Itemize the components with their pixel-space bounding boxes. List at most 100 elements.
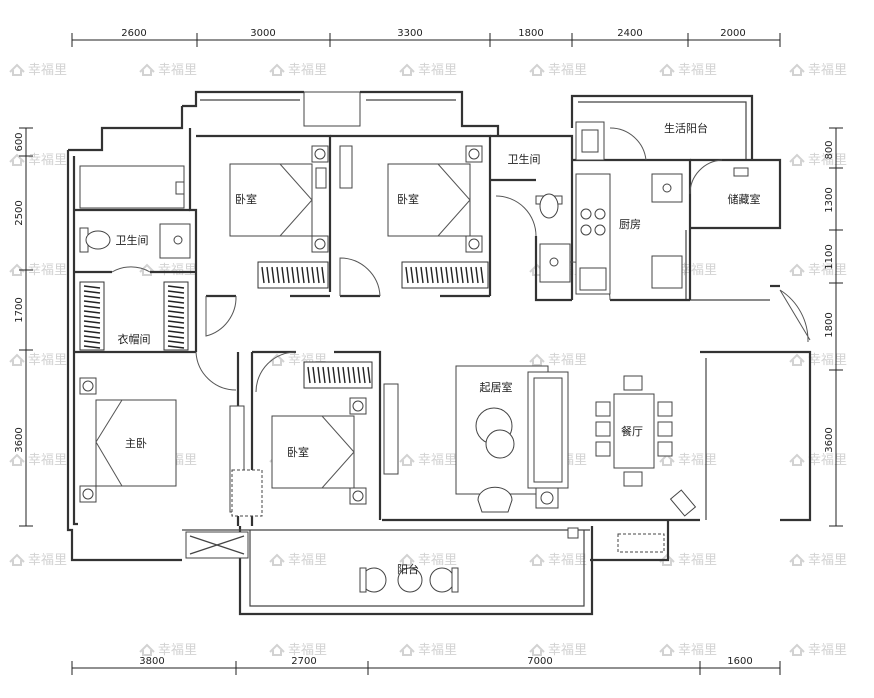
watermark-text: 幸福里 <box>548 553 587 568</box>
label-bathroom-left: 卫生间 <box>116 233 149 247</box>
bed-top-mid <box>339 145 483 253</box>
watermark-logo: 幸福里 <box>269 643 327 658</box>
dim-left-3: 1700 <box>14 297 25 322</box>
dimension-top: 2600 3000 3300 1800 2400 2000 <box>71 28 781 47</box>
wardrobes <box>79 261 489 389</box>
watermark-layer: 幸福里幸福里幸福里幸福里幸福里幸福里幸福里幸福里幸福里幸福里幸福里幸福里幸福里幸… <box>9 63 847 658</box>
dim-top-5: 2400 <box>617 28 642 39</box>
watermark-logo: 幸福里 <box>9 263 67 278</box>
watermark-text: 幸福里 <box>418 553 457 568</box>
top-window-box <box>303 91 361 127</box>
dim-top-6: 2000 <box>720 28 745 39</box>
wardrobe-cloak-left <box>79 281 105 351</box>
dim-right-3: 1100 <box>824 244 835 269</box>
dim-left-2: 2500 <box>14 200 25 225</box>
label-cloakroom: 衣帽间 <box>118 332 151 346</box>
dim-right-4: 1800 <box>824 312 835 337</box>
watermark-logo: 幸福里 <box>139 63 197 78</box>
watermark-text: 幸福里 <box>158 263 197 278</box>
label-kitchen: 厨房 <box>619 218 641 231</box>
watermark-logo: 幸福里 <box>529 643 587 658</box>
watermark-logo: 幸福里 <box>789 63 847 78</box>
interior-walls <box>74 128 692 526</box>
watermark-logo: 幸福里 <box>269 63 327 78</box>
dim-top-3: 3300 <box>397 28 422 39</box>
balcony-furniture <box>359 527 665 593</box>
watermark-logo: 幸福里 <box>269 553 327 568</box>
watermark-logo: 幸福里 <box>399 643 457 658</box>
watermark-logo: 幸福里 <box>789 553 847 568</box>
washer <box>575 121 605 161</box>
outer-walls <box>66 90 812 616</box>
watermark-text: 幸福里 <box>548 643 587 658</box>
dim-bottom-3: 7000 <box>527 656 552 667</box>
watermark-text: 幸福里 <box>288 643 327 658</box>
watermark-logo: 幸福里 <box>789 353 847 368</box>
label-dining-room: 餐厅 <box>621 424 643 438</box>
fridge <box>651 255 683 289</box>
watermark-text: 幸福里 <box>28 553 67 568</box>
toilet-top <box>535 193 563 219</box>
bed-master <box>79 377 177 503</box>
watermark-logo: 幸福里 <box>789 153 847 168</box>
watermark-logo: 幸福里 <box>399 453 457 468</box>
watermark-logo: 幸福里 <box>399 63 457 78</box>
dim-top-4: 1800 <box>518 28 543 39</box>
wardrobe-cloak-right <box>163 281 189 351</box>
watermark-text: 幸福里 <box>808 643 847 658</box>
watermark-logo: 幸福里 <box>789 263 847 278</box>
dimension-left: 600 2500 1700 3600 <box>14 127 33 527</box>
watermark-logo: 幸福里 <box>9 353 67 368</box>
watermark-logo: 幸福里 <box>529 63 587 78</box>
watermark-logo: 幸福里 <box>789 453 847 468</box>
label-balcony: 阳台 <box>397 562 419 576</box>
wardrobe-top-left <box>257 261 329 289</box>
watermark-text: 幸福里 <box>808 263 847 278</box>
bed-bottom <box>229 397 367 517</box>
dim-right-1: 800 <box>824 140 835 159</box>
watermark-text: 幸福里 <box>678 63 717 78</box>
watermark-logo: 幸福里 <box>399 553 457 568</box>
dim-top-2: 3000 <box>250 28 275 39</box>
watermark-text: 幸福里 <box>808 553 847 568</box>
watermark-logo: 幸福里 <box>789 643 847 658</box>
wardrobe-bottom <box>303 361 373 389</box>
bed-top-left <box>229 145 329 253</box>
label-bedroom-top-mid: 卧室 <box>397 192 419 206</box>
label-living-room: 起居室 <box>480 380 513 394</box>
room-labels: 卧室 卧室 卫生间 生活阳台 储藏室 厨房 卫生间 衣帽间 主卧 卧室 起居室 … <box>116 121 761 576</box>
wardrobe-top-mid <box>401 261 489 289</box>
watermark-text: 幸福里 <box>28 263 67 278</box>
bathtub <box>79 165 185 209</box>
label-utility-balcony: 生活阳台 <box>664 121 708 135</box>
watermark-text: 幸福里 <box>28 153 67 168</box>
watermark-text: 幸福里 <box>288 553 327 568</box>
dimension-right: 800 1300 1100 1800 3600 <box>824 127 843 527</box>
watermark-logo: 幸福里 <box>659 643 717 658</box>
watermark-logo: 幸福里 <box>9 63 67 78</box>
fixtures <box>79 121 749 593</box>
label-bedroom-top-left: 卧室 <box>235 192 257 206</box>
dining-table <box>595 375 697 517</box>
watermark-text: 幸福里 <box>288 63 327 78</box>
dim-bottom-1: 3800 <box>139 656 164 667</box>
watermark-logo: 幸福里 <box>9 553 67 568</box>
watermark-text: 幸福里 <box>678 263 717 278</box>
watermark-text: 幸福里 <box>808 353 847 368</box>
watermark-logo: 幸福里 <box>659 63 717 78</box>
watermark-text: 幸福里 <box>28 353 67 368</box>
living-furniture <box>383 365 569 513</box>
dim-bottom-4: 1600 <box>727 656 752 667</box>
watermark-text: 幸福里 <box>678 643 717 658</box>
label-bathroom-top: 卫生间 <box>508 152 541 166</box>
watermark-logo: 幸福里 <box>9 153 67 168</box>
watermark-text: 幸福里 <box>158 643 197 658</box>
dim-left-4: 3600 <box>14 427 25 452</box>
label-bedroom-bottom: 卧室 <box>287 445 309 459</box>
storage-fixture <box>733 167 749 177</box>
watermark-text: 幸福里 <box>808 153 847 168</box>
watermark-logo: 幸福里 <box>529 553 587 568</box>
watermark-logo: 幸福里 <box>9 453 67 468</box>
watermark-text: 幸福里 <box>158 63 197 78</box>
